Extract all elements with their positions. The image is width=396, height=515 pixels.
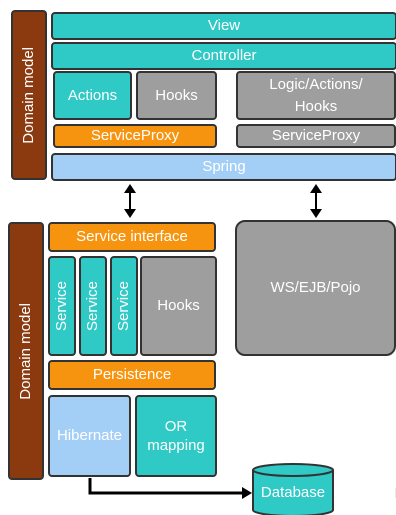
bottom-domain-model-bar: Domain model [8, 222, 44, 480]
persistence-label: Persistence [92, 366, 172, 384]
spring-label: Spring [202, 158, 246, 176]
controller-label: Controller [191, 47, 257, 65]
service-proxy-right-label: ServiceProxy [271, 127, 361, 145]
database-cylinder [252, 463, 334, 515]
or-mapping-box: OR mapping [135, 395, 217, 477]
top-hooks-box: Hooks [136, 71, 217, 120]
logic-actions-hooks-label: Logic/Actions/ Hooks [269, 75, 363, 115]
double-arrow-right [310, 184, 322, 218]
service-interface-label: Service interface [76, 228, 188, 246]
ws-ejb-pojo-label: WS/EJB/Pojo [270, 279, 361, 297]
database-label: Database [260, 484, 326, 501]
service-interface-box: Service interface [48, 222, 216, 252]
spring-layer: Spring [51, 153, 396, 181]
service-proxy-left-label: ServiceProxy [90, 127, 180, 145]
actions-label: Actions [67, 86, 118, 104]
service-box-2: Service [79, 256, 107, 356]
bottom-hooks-label: Hooks [157, 297, 200, 315]
view-layer: View [51, 12, 396, 40]
service-proxy-right: ServiceProxy [236, 124, 396, 148]
ws-ejb-pojo-box: WS/EJB/Pojo [235, 220, 396, 356]
logic-actions-hooks-box: Logic/Actions/ Hooks [236, 71, 396, 120]
double-arrow-left [124, 184, 136, 218]
hibernate-label: Hibernate [56, 427, 123, 445]
top-domain-model-bar: Domain model [11, 10, 47, 180]
hibernate-box: Hibernate [48, 395, 131, 477]
view-label: View [207, 17, 241, 35]
actions-box: Actions [53, 71, 132, 120]
hibernate-to-database-arrow [88, 478, 252, 499]
bottom-hooks-box: Hooks [140, 256, 217, 356]
persistence-box: Persistence [48, 360, 216, 390]
service-box-1: Service [48, 256, 76, 356]
service-box-3: Service [110, 256, 138, 356]
service-proxy-left: ServiceProxy [53, 124, 217, 148]
top-hooks-label: Hooks [155, 86, 198, 104]
or-mapping-label: OR mapping [147, 417, 205, 455]
